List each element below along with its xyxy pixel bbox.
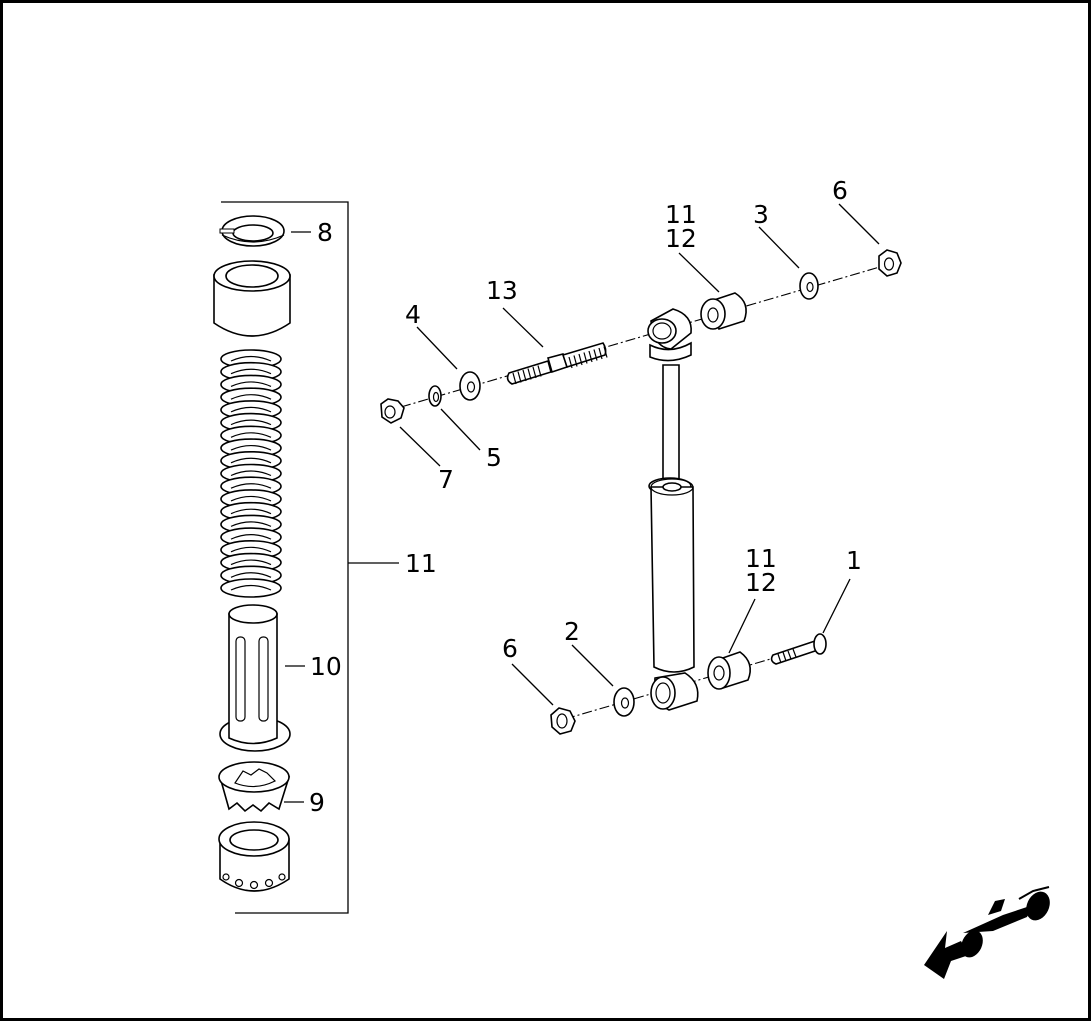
upper-mount-axis — [400, 263, 891, 408]
callout-12-upper: 12 — [665, 224, 697, 253]
spring-coil-inner — [230, 521, 272, 527]
washer-2 — [613, 687, 635, 717]
stud-thread — [578, 353, 583, 366]
spring-coil-inner — [230, 470, 272, 477]
bushing-upper — [700, 292, 747, 331]
spring-cover-cup — [213, 260, 291, 337]
adjuster-cam-9 — [218, 761, 304, 813]
spring-coil-inner — [230, 406, 272, 413]
flat-washer-4 — [459, 371, 481, 401]
spring-coil-inner — [230, 559, 272, 566]
spring-coil-inner — [230, 368, 272, 375]
spring-coil-inner — [230, 381, 272, 387]
nut-6-lower — [550, 707, 576, 735]
washer-3 — [799, 272, 819, 300]
stud-thread — [527, 368, 532, 380]
spring-coil — [220, 578, 282, 598]
spring-coil-inner — [230, 432, 272, 438]
bolt-1 — [770, 633, 827, 665]
callout-2: 2 — [564, 617, 580, 646]
callout-8: 8 — [317, 218, 333, 247]
stud-thread — [588, 350, 593, 363]
spring-coil-inner — [230, 483, 272, 489]
shock-absorber — [647, 308, 699, 711]
bottom-collar — [218, 821, 290, 892]
stud-thread — [517, 371, 522, 383]
callout-11-kit: 11 — [405, 549, 437, 578]
spring-coil-inner — [230, 495, 272, 502]
callout-10: 10 — [310, 652, 342, 681]
stud-thread — [598, 347, 603, 360]
motorcycle-front-arrow-icon — [924, 886, 1050, 979]
spring-coil-inner — [230, 534, 272, 540]
nut-6-upper — [878, 249, 902, 277]
spring-coil-inner — [230, 508, 272, 515]
callout-12-lower: 12 — [745, 568, 777, 597]
split-washer-8 — [219, 215, 311, 247]
callout-1: 1 — [846, 546, 862, 575]
leader-lines — [399, 203, 880, 706]
callout-11-upper: 11 — [665, 200, 697, 229]
stud-thread — [573, 355, 578, 367]
callout-3: 3 — [753, 200, 769, 229]
exploded-parts-diagram: 8 11 10 9 4 13 5 7 11 12 3 6 11 12 1 2 6 — [213, 176, 1050, 979]
callout-7: 7 — [438, 465, 454, 494]
spring-coil-inner — [230, 546, 272, 553]
callout-11-lower: 11 — [745, 544, 777, 573]
callout-13: 13 — [486, 276, 518, 305]
stud-thread — [583, 352, 588, 364]
nut-7 — [380, 398, 405, 424]
bushing-lower — [707, 651, 751, 690]
stud-thread — [568, 356, 573, 369]
spring-coil-inner — [230, 457, 272, 464]
stud-thread — [593, 349, 598, 361]
stud-thread — [537, 365, 542, 377]
coil-spring — [220, 349, 282, 598]
spring-coil-inner — [230, 355, 272, 362]
spring-coil-inner — [230, 572, 272, 578]
bracket-kit-11 — [221, 201, 399, 914]
callout-4: 4 — [405, 300, 421, 329]
mounting-stud-13 — [506, 342, 608, 385]
stud-thread — [532, 366, 537, 379]
callout-6-lower: 6 — [502, 634, 518, 663]
spring-coil-inner — [230, 584, 272, 591]
callout-6-upper: 6 — [832, 176, 848, 205]
spring-coil-inner — [230, 444, 272, 451]
stud-thread — [512, 372, 517, 385]
spring-guide-10 — [219, 604, 305, 752]
callout-5: 5 — [486, 443, 502, 472]
spring-coil-inner — [230, 394, 272, 400]
lock-washer-5 — [428, 385, 442, 407]
stud-thread — [603, 346, 608, 358]
stud-thread — [522, 369, 527, 382]
callout-9: 9 — [309, 788, 325, 817]
spring-coil-inner — [230, 419, 272, 426]
